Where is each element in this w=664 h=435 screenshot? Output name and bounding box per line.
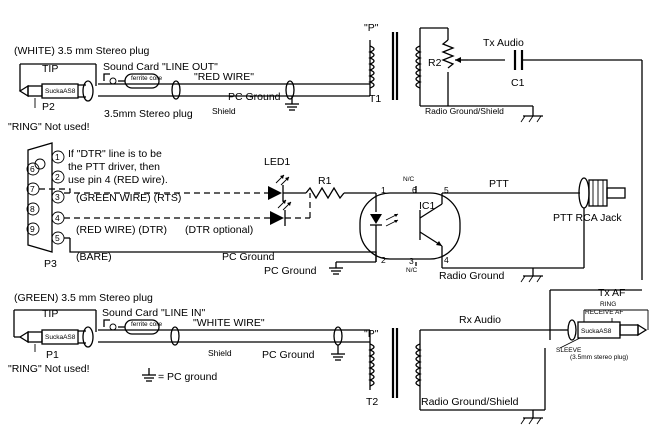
led-dtr-optional-icon — [270, 193, 311, 226]
pin-3-label: 3 — [409, 256, 414, 266]
p-label-top: "P" — [364, 22, 379, 34]
optocoupler-ic1 — [359, 186, 461, 266]
white-plug-label: (WHITE) 3.5 mm Stereo plug — [14, 45, 150, 57]
plug-p2-icon: SuckaAS8 — [18, 63, 97, 108]
db9-pin-5: 5 — [55, 233, 60, 243]
db9-pin-7: 7 — [30, 184, 35, 194]
receive-af-label: RECEIVE AF — [585, 309, 623, 316]
db9-pin-2: 2 — [55, 172, 60, 182]
db9-pin-6: 6 — [30, 164, 35, 174]
red-wire-dtr-label: (RED WIRE) (DTR) — [76, 224, 167, 236]
transformer-t1 — [368, 27, 448, 107]
pin-2-label: 2 — [381, 255, 386, 265]
sound-card-line-out-label: Sound Card "LINE OUT" — [103, 61, 218, 73]
p-label-bottom: "P" — [364, 328, 379, 340]
db9-pin-3: 3 — [55, 192, 60, 202]
tip-label-top: TIP — [42, 63, 58, 75]
green-plug-label: (GREEN) 3.5 mm Stereo plug — [14, 292, 153, 304]
ptt-label: PTT — [489, 178, 509, 190]
green-wire-rts-label: (GREEN WIRE) (RTS) — [76, 192, 181, 204]
ptt-section: If "DTR" line is to be the PTT driver, t… — [26, 142, 626, 283]
white-wire-label: "WHITE WIRE" — [193, 317, 265, 329]
radio-ground-shield-bottom-label: Radio Ground/Shield — [421, 396, 519, 408]
pc-ground-mid-label: PC Ground — [222, 251, 275, 263]
rx-audio-label: Rx Audio — [459, 314, 501, 326]
radio-stereo-plug-icon: SuckaAS8 — [549, 289, 649, 349]
t2-label: T2 — [366, 396, 378, 408]
pc-ground-legend-icon — [142, 368, 156, 382]
led1-label: LED1 — [264, 156, 290, 168]
rx-audio-section: (GREEN) 3.5 mm Stereo plug TIP Sound Car… — [8, 287, 649, 425]
tx-af-label: Tx AF — [598, 287, 625, 299]
pc-ground-symbol-bottom — [331, 345, 345, 361]
shield-bottom-label: Shield — [208, 348, 232, 358]
pin-4-label: 4 — [444, 255, 449, 265]
db9-pin-4: 4 — [55, 213, 60, 223]
ferrite-label-2: ferrite core — [131, 321, 162, 328]
capacitor-c1 — [513, 50, 643, 280]
db9-pin-9: 9 — [30, 224, 35, 234]
r1-label: R1 — [318, 175, 332, 187]
radio-ground-mid-label: Radio Ground — [439, 270, 505, 282]
pc-ground-legend-label: = PC ground — [158, 371, 217, 383]
pin-6-label: 6 — [412, 185, 417, 195]
sound-card-line-in-label: Sound Card "LINE IN" — [102, 307, 205, 319]
ring-not-used-bottom-label: "RING" Not used! — [8, 363, 90, 375]
potentiometer-r2 — [441, 28, 505, 106]
pin-5-label: 5 — [444, 185, 449, 195]
t1-label: T1 — [369, 93, 381, 105]
db9-pin-8: 8 — [30, 204, 35, 214]
plug-brand-text-2: SuckaAS8 — [45, 334, 76, 341]
db9-connector-p3: 1 2 3 4 5 6 7 8 9 — [26, 142, 65, 253]
radio-ground-symbol-mid — [441, 262, 584, 283]
ic1-label: IC1 — [419, 200, 436, 212]
pc-ground-symbol-top — [285, 96, 299, 111]
ferrite-core-icon-2: ferrite core — [103, 319, 162, 335]
stereo-plug-small-label: (3.5mm stereo plug) — [570, 354, 628, 361]
plug-p1-icon: SuckaAS8 — [13, 309, 97, 352]
ring-not-used-top-label: "RING" Not used! — [8, 121, 90, 133]
dtr-note-line-1: If "DTR" line is to be — [68, 148, 162, 160]
radio-ground-symbol-bottom — [419, 348, 546, 425]
ring-small-label: RING — [600, 301, 616, 308]
transformer-t2 — [368, 328, 560, 398]
pc-ground-bottom-label: PC Ground — [262, 349, 315, 361]
stereo-plug-p2-label: 3.5mm Stereo plug — [104, 108, 193, 120]
led1-icon — [268, 174, 306, 201]
p1-label: P1 — [46, 349, 59, 361]
c1-label: C1 — [511, 77, 525, 89]
ferrite-core-icon-1: ferrite core — [103, 73, 162, 89]
bare-label: (BARE) — [76, 251, 112, 263]
ptt-rca-jack-icon — [578, 177, 626, 268]
plug-brand-text-1: SuckaAS8 — [45, 88, 76, 95]
pc-ground-mid2-label: PC Ground — [264, 265, 317, 277]
sleeve-label: SLEEVE — [556, 347, 582, 354]
dtr-note-line-3: use pin 4 (RED wire). — [68, 174, 168, 186]
dtr-optional-label: (DTR optional) — [185, 224, 253, 236]
p2-label: P2 — [42, 101, 55, 113]
dtr-note-line-2: the PTT driver, then — [68, 161, 160, 173]
plug-brand-text-3: SuckaAS8 — [581, 328, 612, 335]
p3-label: P3 — [44, 258, 57, 270]
tip-label-bottom: TIP — [42, 308, 58, 320]
r2-label: R2 — [428, 57, 442, 69]
pin-1-label: 1 — [381, 185, 386, 195]
radio-ground-symbol-top — [448, 105, 543, 123]
nc-top-label: N/C — [403, 176, 415, 183]
ptt-rca-jack-label: PTT RCA Jack — [553, 212, 622, 224]
nc-bottom-label: N/C — [406, 267, 418, 274]
ferrite-label-1: ferrite core — [131, 75, 162, 82]
resistor-r1 — [305, 186, 376, 200]
pc-ground-symbol-mid — [329, 261, 376, 275]
radio-ground-shield-top-label: Radio Ground/Shield — [425, 106, 504, 116]
pc-ground-top-label: PC Ground — [228, 91, 281, 103]
tx-audio-label: Tx Audio — [483, 37, 524, 49]
tx-audio-section: (WHITE) 3.5 mm Stereo plug TIP Sound Car… — [8, 22, 643, 280]
red-wire-label: "RED WIRE" — [194, 71, 254, 83]
shield-top-label: Shield — [212, 106, 236, 116]
db9-pin-1: 1 — [55, 152, 60, 162]
